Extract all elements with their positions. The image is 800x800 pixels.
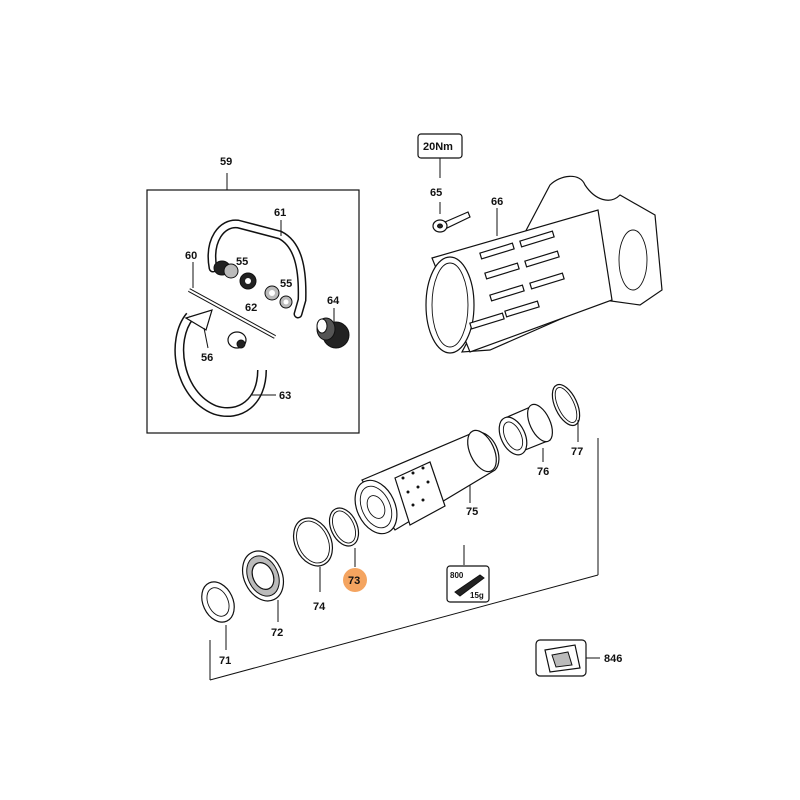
- selected-part-highlight: [343, 568, 367, 592]
- housing-vent-slots: [469, 230, 565, 330]
- label-61[interactable]: 61: [274, 207, 286, 219]
- grease-tube-icon: [454, 574, 485, 597]
- part-60-threaded-rod[interactable]: 60: [185, 250, 276, 339]
- part-55-washer-left[interactable]: 55: [213, 256, 248, 279]
- label-62[interactable]: 62: [245, 302, 257, 314]
- grease-symbol: 800 15g: [446, 545, 490, 603]
- part-66-gear-housing[interactable]: 66: [425, 175, 663, 354]
- part-64-knob[interactable]: 64: [316, 295, 350, 349]
- label-76[interactable]: 76: [537, 466, 549, 478]
- part-61-handle-bar[interactable]: 61: [207, 207, 307, 319]
- part-72-bearing[interactable]: 72: [235, 544, 291, 639]
- part-846-parts-bag[interactable]: 846: [535, 639, 622, 677]
- label-72[interactable]: 72: [271, 627, 283, 639]
- part-73-o-ring[interactable]: 73: [324, 503, 367, 592]
- assembly-baseline: [209, 438, 599, 681]
- label-60[interactable]: 60: [185, 250, 197, 262]
- grease-amount-bottom: 15g: [470, 591, 484, 600]
- label-59[interactable]: 59: [220, 156, 232, 168]
- part-63-clamp-band[interactable]: 63: [174, 309, 291, 417]
- part-74-o-ring[interactable]: 74: [286, 512, 340, 613]
- label-55a[interactable]: 55: [236, 256, 248, 268]
- part-75-cylinder[interactable]: 75: [347, 426, 502, 540]
- part-71-washer[interactable]: 71: [196, 577, 241, 667]
- cylinder-holes: [401, 466, 430, 507]
- label-846[interactable]: 846: [604, 653, 622, 665]
- part-65-screw[interactable]: 65: [430, 187, 471, 233]
- label-64[interactable]: 64: [327, 295, 340, 307]
- torque-value: 20Nm: [423, 141, 453, 153]
- label-56[interactable]: 56: [201, 352, 213, 364]
- torque-spec-box: 20Nm: [417, 133, 463, 178]
- label-75[interactable]: 75: [466, 506, 478, 518]
- part-77-o-ring[interactable]: 77: [547, 380, 586, 458]
- label-55b[interactable]: 55: [280, 278, 292, 290]
- label-65[interactable]: 65: [430, 187, 442, 199]
- label-73[interactable]: 73: [348, 575, 360, 587]
- part-62-spring-washer[interactable]: 62: [239, 272, 280, 314]
- label-77[interactable]: 77: [571, 446, 583, 458]
- part-55-washer-right[interactable]: 55: [279, 278, 293, 309]
- label-74[interactable]: 74: [313, 601, 326, 613]
- label-66[interactable]: 66: [491, 196, 503, 208]
- part-56-clamp-pin[interactable]: 56: [201, 327, 213, 364]
- label-71[interactable]: 71: [219, 655, 231, 667]
- side-handle-assembly-box: 59: [146, 156, 360, 434]
- grease-amount-top: 800: [450, 571, 464, 580]
- part-76-bushing[interactable]: 76: [494, 401, 558, 478]
- label-63[interactable]: 63: [279, 390, 291, 402]
